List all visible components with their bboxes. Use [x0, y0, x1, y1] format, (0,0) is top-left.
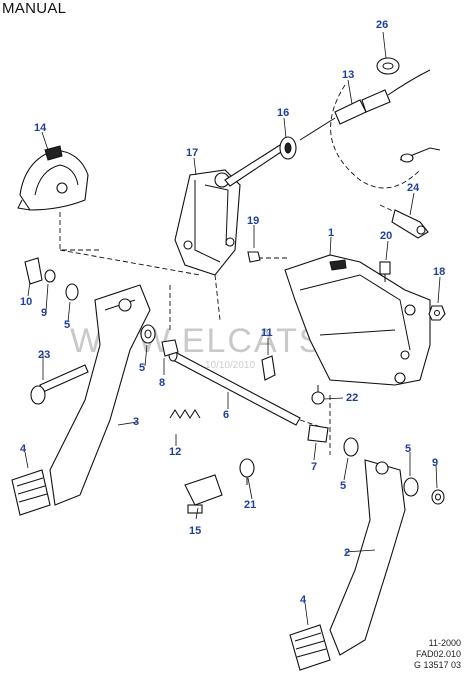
leader-lines — [24, 31, 441, 626]
part-15-switch — [184, 474, 223, 514]
callout-6: 6 — [223, 409, 229, 421]
callout-9-b: 9 — [432, 457, 438, 469]
callout-13: 13 — [342, 69, 354, 81]
part-11-clip — [261, 355, 276, 381]
part-1-pedal-box — [284, 254, 431, 386]
callout-20: 20 — [380, 230, 392, 242]
part-18-nut — [428, 305, 446, 321]
part-5-bush-c — [343, 437, 359, 457]
callout-4-b: 4 — [300, 594, 307, 606]
callout-4-a: 4 — [20, 443, 27, 455]
callout-23: 23 — [38, 349, 50, 361]
callout-5-b: 5 — [64, 319, 70, 331]
part-22-screw — [311, 385, 325, 405]
part-5-bush-d — [403, 477, 419, 497]
callout-22: 22 — [346, 392, 358, 404]
callout-5-c: 5 — [340, 480, 346, 492]
callout-11: 11 — [261, 327, 273, 339]
part-4-pad-top — [11, 469, 51, 516]
part-9-washer-b — [431, 489, 445, 505]
part-2-brake-pedal — [329, 459, 406, 656]
callout-5-a: 5 — [139, 362, 145, 374]
part-24-cable-end — [391, 147, 441, 239]
part-23-bolt — [30, 364, 89, 405]
reference-figure: G 13517 03 — [413, 660, 461, 670]
part-10-clip — [24, 257, 43, 285]
callout-18: 18 — [433, 266, 445, 278]
part-17-bracket — [174, 169, 241, 276]
reference-date: 11-2000 — [428, 638, 461, 648]
part-7-bush — [307, 424, 329, 443]
part-16-boot — [224, 136, 297, 187]
part-3-clutch-pedal — [49, 284, 151, 506]
callout-10: 10 — [20, 296, 32, 308]
callout-26: 26 — [376, 19, 388, 31]
part-4-pad-bottom — [289, 624, 331, 671]
part-5-bush-a — [140, 324, 156, 344]
reference-code: FAD02.010 — [415, 649, 461, 659]
part-13-cable — [299, 69, 431, 141]
callout-8: 8 — [159, 377, 165, 389]
diagram-title: MANUAL — [2, 0, 67, 17]
callout-1: 1 — [328, 227, 334, 239]
part-21-clip — [239, 458, 255, 485]
callout-2: 2 — [344, 547, 350, 559]
part-8-bush — [161, 339, 179, 357]
callout-5-d: 5 — [405, 443, 411, 455]
callout-24: 24 — [407, 182, 420, 194]
watermark-date: 10/10/2010 — [205, 360, 255, 371]
part-26-sleeve — [376, 57, 400, 75]
part-19-bolt — [247, 251, 261, 263]
part-14-bracket — [17, 145, 89, 211]
callout-21: 21 — [244, 499, 256, 511]
part-9-washer-a — [44, 269, 56, 283]
part-5-bush-b — [65, 283, 79, 301]
callout-16: 16 — [277, 107, 289, 119]
callout-14: 14 — [34, 122, 47, 134]
callout-3: 3 — [133, 416, 139, 428]
callout-15: 15 — [189, 525, 201, 537]
callout-9-a: 9 — [41, 307, 47, 319]
reference-block: 11-2000 FAD02.010 G 13517 03 — [414, 638, 461, 671]
callout-7: 7 — [311, 461, 317, 473]
callout-19: 19 — [247, 215, 259, 227]
part-20-bolt — [379, 261, 391, 282]
callout-12: 12 — [169, 446, 181, 458]
callouts: 26 13 16 17 14 24 20 1 18 19 11 22 3 6 1… — [20, 19, 445, 606]
callout-17: 17 — [186, 147, 198, 159]
part-12-spring — [169, 409, 201, 419]
